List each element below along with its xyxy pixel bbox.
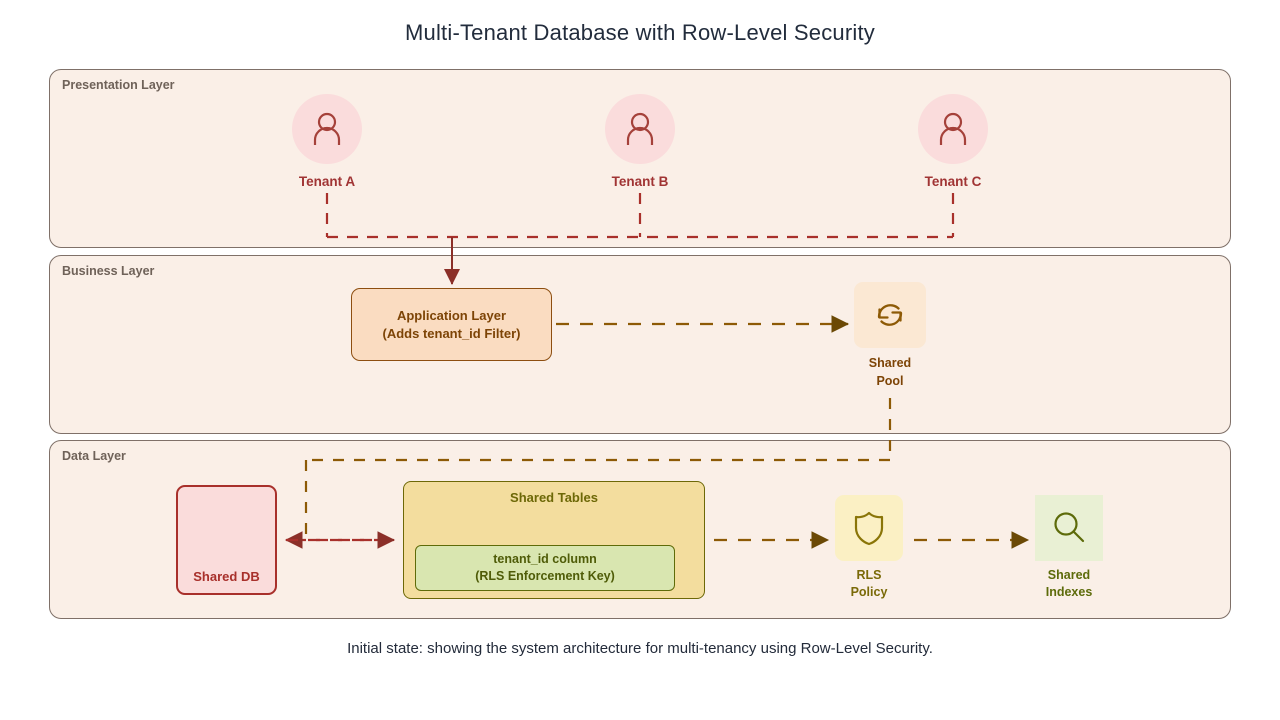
shared-pool-line2: Pool xyxy=(876,374,904,388)
layer-business-label: Business Layer xyxy=(62,264,155,278)
shared-tables-node[interactable]: Shared Tables tenant_id column (RLS Enfo… xyxy=(403,481,705,599)
rls-policy-node[interactable]: RLS Policy xyxy=(835,495,903,601)
user-icon xyxy=(939,112,967,145)
rls-policy-tile xyxy=(835,495,903,561)
tenant-label: Tenant C xyxy=(924,174,982,189)
tenant-node-a[interactable]: Tenant A xyxy=(252,94,402,189)
layer-presentation-label: Presentation Layer xyxy=(62,78,175,92)
tenant-id-line2: (RLS Enforcement Key) xyxy=(475,569,615,583)
shared-indexes-line1: Shared xyxy=(1047,568,1091,582)
tenant-avatar xyxy=(918,94,988,164)
sync-refresh-icon xyxy=(877,304,903,326)
application-layer-line1: Application Layer xyxy=(396,307,507,323)
shared-indexes-tile xyxy=(1035,495,1103,561)
tenant-id-line1: tenant_id column xyxy=(493,552,597,566)
tenant-label: Tenant A xyxy=(298,174,356,189)
tenant-avatar xyxy=(605,94,675,164)
search-magnifier-icon xyxy=(1054,512,1085,543)
rls-policy-line2: Policy xyxy=(850,585,888,599)
user-icon xyxy=(313,112,341,145)
tenant-node-c[interactable]: Tenant C xyxy=(878,94,1028,189)
layer-business: Business Layer xyxy=(49,255,1231,434)
shared-indexes-line2: Indexes xyxy=(1045,585,1093,599)
shared-indexes-node[interactable]: Shared Indexes xyxy=(1035,495,1103,601)
shared-pool-line1: Shared xyxy=(868,356,912,370)
shared-db-label: Shared DB xyxy=(193,569,260,584)
figure-caption: Initial state: showing the system archit… xyxy=(347,640,933,657)
application-layer-node[interactable]: Application Layer (Adds tenant_id Filter… xyxy=(351,288,552,361)
tenant-avatar xyxy=(292,94,362,164)
tenant-label: Tenant B xyxy=(611,174,669,189)
shared-pool-node[interactable]: Shared Pool xyxy=(854,282,926,390)
application-layer-line2: (Adds tenant_id Filter) xyxy=(382,325,521,341)
layer-data-label: Data Layer xyxy=(62,449,126,463)
shared-pool-tile xyxy=(854,282,926,348)
shared-db-node[interactable]: Shared DB xyxy=(176,485,277,595)
shared-tables-title: Shared Tables xyxy=(510,490,598,505)
shield-icon xyxy=(854,511,884,546)
user-icon xyxy=(626,112,654,145)
tenant-node-b[interactable]: Tenant B xyxy=(565,94,715,189)
tenant-id-column-node[interactable]: tenant_id column (RLS Enforcement Key) xyxy=(415,545,675,591)
page-title: Multi-Tenant Database with Row-Level Sec… xyxy=(405,20,875,45)
rls-policy-line1: RLS xyxy=(856,568,882,582)
